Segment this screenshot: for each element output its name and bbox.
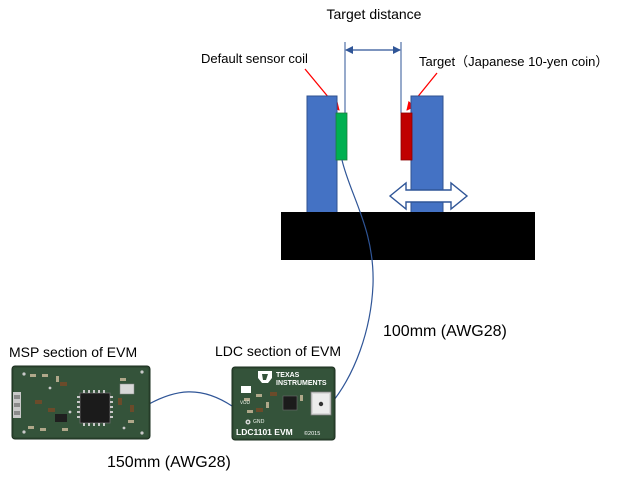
sensor-coil — [335, 112, 348, 161]
target-label: Target（Japanese 10-yen coin） — [419, 54, 608, 69]
ic-chip-icon — [79, 392, 111, 424]
svg-text:VDD: VDD — [240, 400, 251, 406]
board-link-cable — [148, 391, 233, 407]
msp-board — [11, 365, 151, 440]
cable-msp-label: 150mm (AWG28) — [107, 454, 231, 471]
board-year: ©2015 — [304, 430, 320, 437]
ldc-chip — [282, 395, 298, 411]
target-distance-label: Target distance — [327, 6, 422, 22]
ldc-board: TEXAS INSTRUMENTS GND VDD LDC1101 EVM ©2… — [231, 366, 336, 441]
msp-section-label: MSP section of EVM — [9, 344, 137, 360]
base-block — [281, 212, 535, 260]
sensor-coil-label: Default sensor coil — [201, 51, 308, 66]
board-brand-line1: TEXAS — [276, 372, 300, 379]
target-coin — [400, 112, 413, 161]
board-brand-line2: INSTRUMENTS — [276, 380, 327, 387]
cable-ldc-label: 100mm (AWG28) — [383, 323, 507, 340]
ldc-section-label: LDC section of EVM — [215, 343, 341, 359]
svg-text:GND: GND — [253, 419, 265, 425]
double-arrow-icon — [388, 181, 469, 211]
board-model: LDC1101 EVM — [236, 427, 293, 437]
sensor-post — [306, 95, 338, 214]
coil-cable — [329, 159, 374, 406]
